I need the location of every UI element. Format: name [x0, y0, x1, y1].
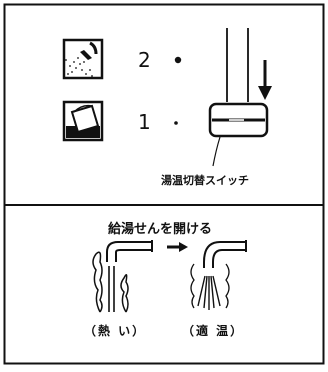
- down-arrow-icon: [258, 60, 272, 100]
- hot-label: （熱 い）: [84, 324, 147, 338]
- valve-title: 給湯せんを開ける: [108, 222, 213, 237]
- bucket-icon: [62, 100, 104, 142]
- position-2-number: 2: [138, 48, 151, 72]
- switch-label: 湯温切替スイッチ: [161, 174, 249, 187]
- position-1-number: 1: [138, 110, 151, 134]
- switch-knob: [208, 102, 269, 138]
- steam-icon: [92, 240, 153, 313]
- outer-border: [3, 3, 325, 365]
- position-1-dot: [174, 121, 178, 125]
- spray-icon: [190, 240, 247, 310]
- shower-icon: [62, 38, 104, 80]
- right-arrow-icon: [167, 242, 188, 252]
- warm-label: （適 温）: [182, 324, 245, 338]
- leader-line: [212, 136, 221, 167]
- position-2-dot: [174, 56, 182, 64]
